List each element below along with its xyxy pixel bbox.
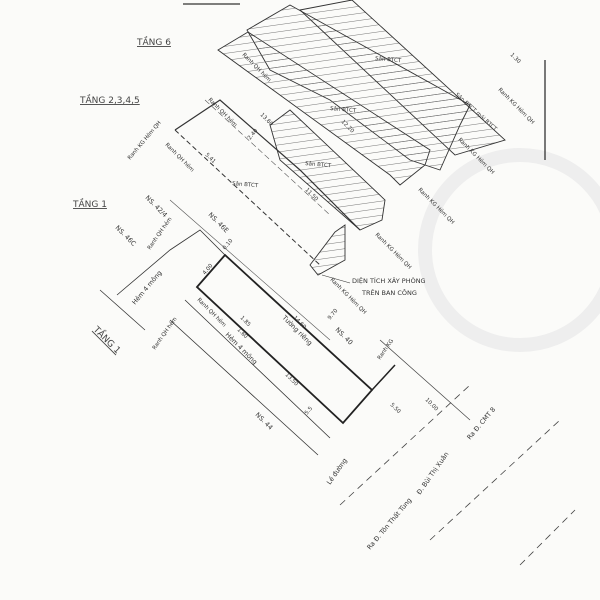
san-btct-label-4: Sân BTCT [232, 180, 259, 189]
ranh-kg-label: Ranh KG [377, 338, 395, 361]
duong-bui-thi-xuan-label: Đ. Bùi Thị Xuân [415, 450, 450, 496]
ranh-kg-hem-qh-1: Ranh KG Hẻm QH [497, 86, 536, 125]
san-btct-label-2: Sân BTCT [330, 105, 357, 114]
alley-line-2 [169, 319, 319, 456]
dim-13-50: 13.50 [284, 372, 300, 388]
ranh-qh-hem-3: Ranh QH hẻm [164, 141, 196, 173]
dien-tich-label-1: DIỆN TÍCH XÂY PHÒNG [352, 276, 426, 285]
ra-cmt8-label: Ra Đ. CMT 8 [465, 406, 497, 442]
floor6-label: TẦNG 6 [136, 35, 171, 48]
ns46e-label: NS. 46E [207, 211, 231, 235]
dim-10-00: 10.00 [424, 397, 440, 413]
san-btct-label-3: Sân BTCT [305, 160, 332, 169]
road-centerline-3 [519, 509, 576, 566]
neighbor-line [99, 289, 146, 331]
dim-9-70: 9.70 [327, 308, 340, 322]
dien-tich-label-2: TRÊN BAN CÔNG [361, 288, 417, 297]
road-centerline-2 [429, 419, 561, 541]
alley-boundary [116, 229, 226, 296]
dim-5-5: 5.5 [304, 405, 315, 416]
dim-1-30: 1.30 [509, 52, 522, 65]
san-btct-label-1: Sân BTCT [375, 55, 402, 64]
ranh-qh-hem-6: Ranh QH hẻm [151, 316, 179, 351]
ns46c-label: NS. 46C [114, 224, 138, 248]
dashed-line [204, 99, 331, 216]
road-edge [379, 339, 471, 421]
balcony-hatched-area [309, 224, 346, 276]
dim-0-10: 0.10 [222, 238, 235, 252]
floor1-label-rotated: TẦNG 1 [90, 322, 124, 356]
ranh-qh-hem-5: Ranh QH hẻm [146, 216, 174, 251]
le-duong-label: Lề đường [325, 457, 349, 486]
floor2345-label: TẦNG 2,3,4,5 [79, 93, 140, 106]
floor2345-hatched-area-3 [269, 109, 386, 231]
ns40-label: NS. 40 [334, 326, 355, 347]
faint-stamp [418, 148, 600, 352]
floor2345-boundary [174, 99, 361, 231]
dim-5-50: 5.50 [389, 402, 402, 415]
road-centerline-1 [339, 384, 471, 506]
setback-line [174, 129, 321, 266]
ranh-kg-hem-qh-4: Ranh KG Hẻm QH [374, 231, 413, 270]
alley-line [184, 299, 331, 439]
hem-4-mong-label-1: Hẻm 4 mông [130, 269, 163, 306]
floor2345-hatched-area-2 [217, 31, 431, 186]
ranh-kg-hem-qh-6: Ranh KG Hẻm QH [126, 120, 163, 162]
floor1-label: TẦNG 1 [72, 197, 107, 210]
dim-2-40: 2.40 [247, 128, 260, 142]
ns424-label: NS. 42/4 [144, 194, 169, 219]
ranh-kg-line [371, 364, 396, 391]
neighbor-line-2 [169, 199, 331, 341]
ns44-label: NS. 44 [254, 411, 275, 432]
ra-ton-that-tung-label: Ra Đ. Tôn Thất Tùng [365, 496, 413, 551]
